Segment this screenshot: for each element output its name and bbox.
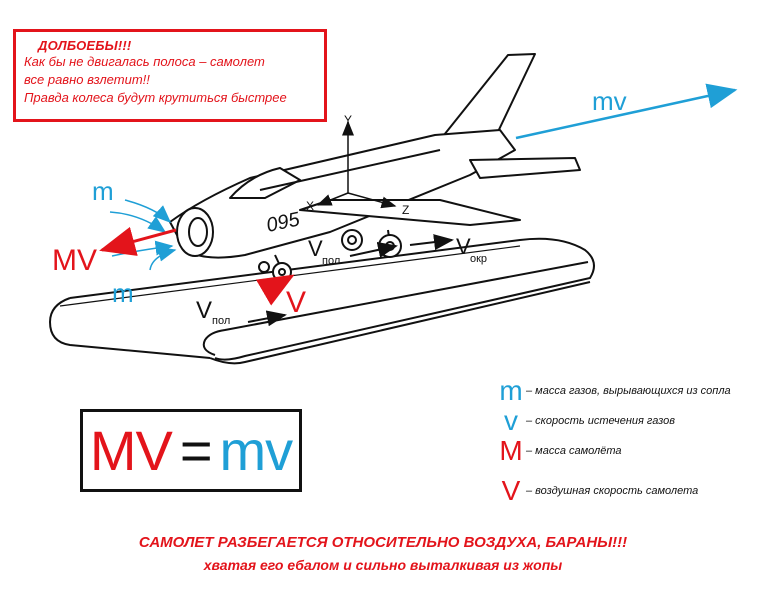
wheel-speed-sub: окр (470, 253, 487, 265)
formula-right: mv (219, 419, 294, 482)
plane-momentum-arrow (99, 226, 177, 256)
exhaust-velocity-arrow (515, 83, 738, 140)
intake-mass-top-label: m (92, 176, 114, 206)
intake-mass-bottom-label: m (112, 278, 134, 308)
axis-x-label: X (306, 199, 314, 213)
legend-text: – масса самолёта (526, 445, 622, 457)
belt-speed-sub: пол (212, 315, 230, 327)
legend-row-airspeed: V – воздушная скорость самолета (496, 475, 699, 506)
momentum-formula: MV = mv (80, 409, 302, 492)
legend-symbol: v (504, 405, 518, 436)
legend-text: – масса газов, вырывающихся из сопла (526, 385, 731, 397)
wheel-speed-arrow (409, 234, 454, 251)
warning-line-1: Как бы не двигалась полоса – самолет (24, 54, 265, 69)
plane-speed-sub: пол (322, 255, 340, 267)
formula-left: MV (89, 419, 173, 482)
plane-speed-arrow (349, 242, 398, 258)
legend-row-gas-speed: v – скорость истечения газов (496, 406, 675, 436)
axis-x (316, 192, 349, 206)
wheel-speed-label: V (456, 234, 471, 259)
airspeed-label: V (286, 286, 306, 319)
legend-text: – воздушная скорость самолета (526, 485, 699, 497)
legend-row-gas-mass: m – масса газов, вырывающихся из сопла (496, 375, 731, 406)
exhaust-mv-label: mv (592, 86, 627, 116)
legend-symbol: V (501, 475, 521, 506)
axis-y-label: Y (344, 113, 352, 127)
airspeed-arrow (255, 274, 295, 306)
legend-row-plane-mass: M – масса самолёта (496, 435, 622, 466)
legend-text: – скорость истечения газов (526, 415, 675, 427)
legend-symbol: m (499, 375, 523, 406)
airplane (169, 53, 581, 282)
conclusion-line-2: хватая его ебалом и сильно выталкивая из… (203, 557, 563, 573)
plane-momentum-label: MV (52, 244, 97, 277)
plane-speed-label: V (308, 236, 323, 261)
air-intake-flows (109, 199, 177, 271)
axis-z (347, 192, 397, 209)
conclusion-line-1: САМОЛЕТ РАЗБЕГАЕТСЯ ОТНОСИТЕЛЬНО ВОЗДУХА… (138, 534, 628, 551)
belt-speed-label: V (196, 297, 212, 324)
warning-box: ДОЛБОЕБЫ!!! Как бы не двигалась полоса –… (13, 29, 327, 122)
warning-line-3: Правда колеса будут крутиться быстрее (24, 90, 287, 105)
legend-symbol: M (499, 435, 523, 466)
warning-line-2: все равно взлетит!! (24, 72, 150, 87)
warning-heading: ДОЛБОЕБЫ!!! (38, 38, 132, 53)
belt-speed-arrow (247, 310, 287, 327)
formula-equals: = (179, 419, 213, 482)
axis-z-label: Z (402, 203, 409, 217)
